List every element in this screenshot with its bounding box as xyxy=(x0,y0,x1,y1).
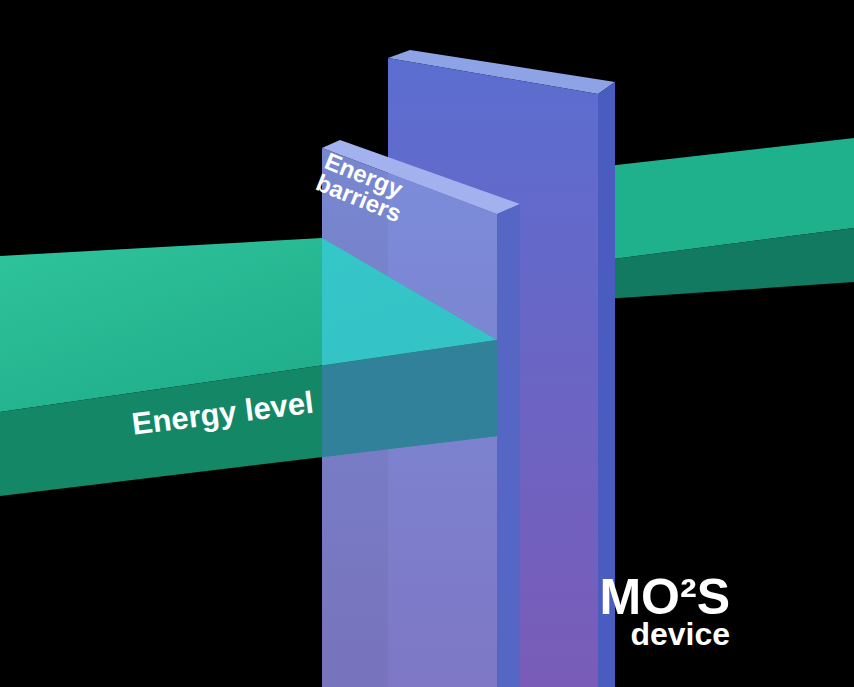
band-node: Energy level xyxy=(130,408,313,442)
energy-band-front xyxy=(590,228,854,300)
energy-band-overlap xyxy=(322,340,497,457)
energy-band-front xyxy=(0,340,497,496)
barrier-node: Energy barriers xyxy=(330,150,470,196)
device-label: MO²Sdevice xyxy=(560,575,730,649)
barrier-slab xyxy=(322,148,497,687)
barrier-side xyxy=(497,204,520,687)
